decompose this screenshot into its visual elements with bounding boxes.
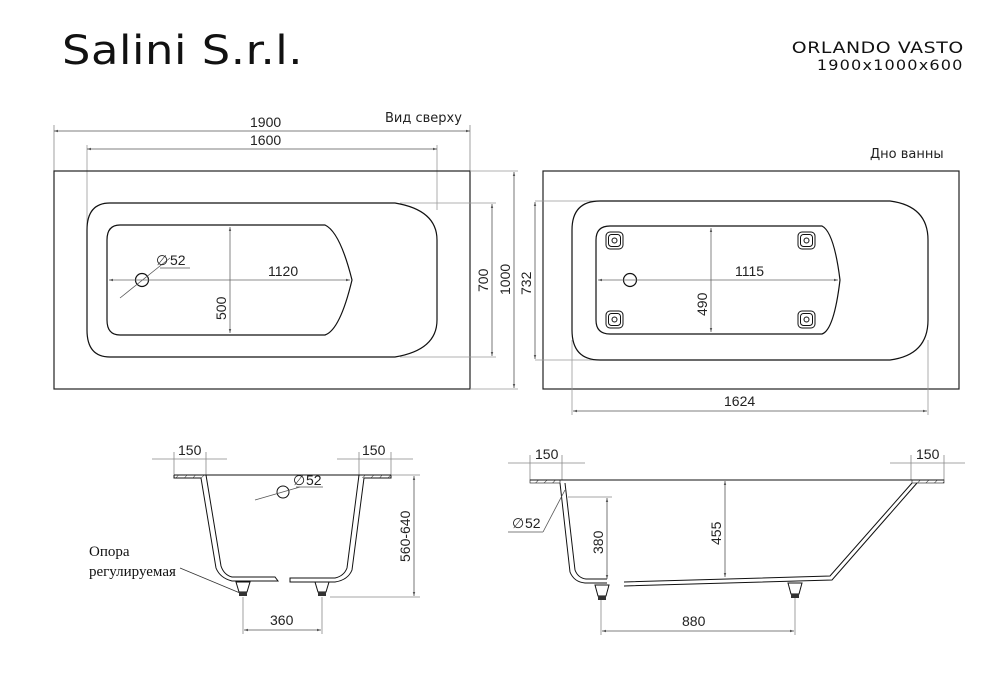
- dim-bottom-view-width: 732: [518, 271, 534, 295]
- cross-rim-left: 150: [178, 442, 202, 458]
- top-view-label: Вид сверху: [385, 111, 462, 126]
- cross-section: 150 150 ∅ 52 560-640 360 Опора регулируе…: [89, 442, 420, 634]
- dim-bottom-width: 500: [213, 296, 229, 320]
- long-overflow-height: 380: [590, 530, 606, 554]
- dim-inner-width: 700: [475, 268, 491, 292]
- brand-logo: Salini S.r.l.: [62, 28, 304, 74]
- cross-leg-spacing: 360: [270, 612, 294, 628]
- top-view: Вид сверху 1900 1600 ∅ 52 1120 500 70: [53, 111, 518, 390]
- long-drain-diameter: 52: [525, 515, 541, 531]
- leg-label-line2: регулируемая: [89, 564, 176, 580]
- foot-pad-icon: [605, 231, 624, 250]
- model-name: ORLANDO VASTO: [791, 38, 964, 57]
- leg-label-line1: Опора: [89, 544, 130, 560]
- dim-overall-width: 1000: [497, 264, 513, 295]
- cross-height: 560-640: [397, 510, 413, 562]
- foot-pad-icon: [605, 310, 624, 329]
- long-leg-spacing: 880: [682, 613, 706, 629]
- long-rim-left: 150: [535, 446, 559, 462]
- dim-bottom-view-length: 1115: [735, 263, 764, 279]
- bottom-view: Дно ванны 732 1115 490 1624: [518, 147, 960, 415]
- top-drain-diameter-symbol: ∅: [156, 252, 168, 268]
- dim-leg-span: 1624: [724, 393, 755, 409]
- dim-bottom-length: 1120: [268, 263, 298, 279]
- foot-pad-icon: [797, 231, 816, 250]
- long-section: 150 150 ∅ 52 380 455 880: [508, 446, 965, 635]
- foot-pad-icon: [797, 310, 816, 329]
- cross-rim-right: 150: [362, 442, 386, 458]
- bottom-view-label: Дно ванны: [870, 147, 944, 162]
- cross-drain-diameter: 52: [306, 472, 322, 488]
- dim-overall-length: 1900: [250, 114, 281, 130]
- dim-inner-length: 1600: [250, 132, 281, 148]
- long-rim-right: 150: [916, 446, 940, 462]
- model-size: 1900x1000x600: [817, 58, 964, 74]
- long-drain-diameter-symbol: ∅: [512, 515, 524, 531]
- cross-drain-diameter-symbol: ∅: [293, 472, 305, 488]
- dim-bottom-view-bottom-width: 490: [694, 292, 710, 316]
- long-depth: 455: [708, 521, 724, 545]
- top-drain-diameter: 52: [170, 252, 186, 268]
